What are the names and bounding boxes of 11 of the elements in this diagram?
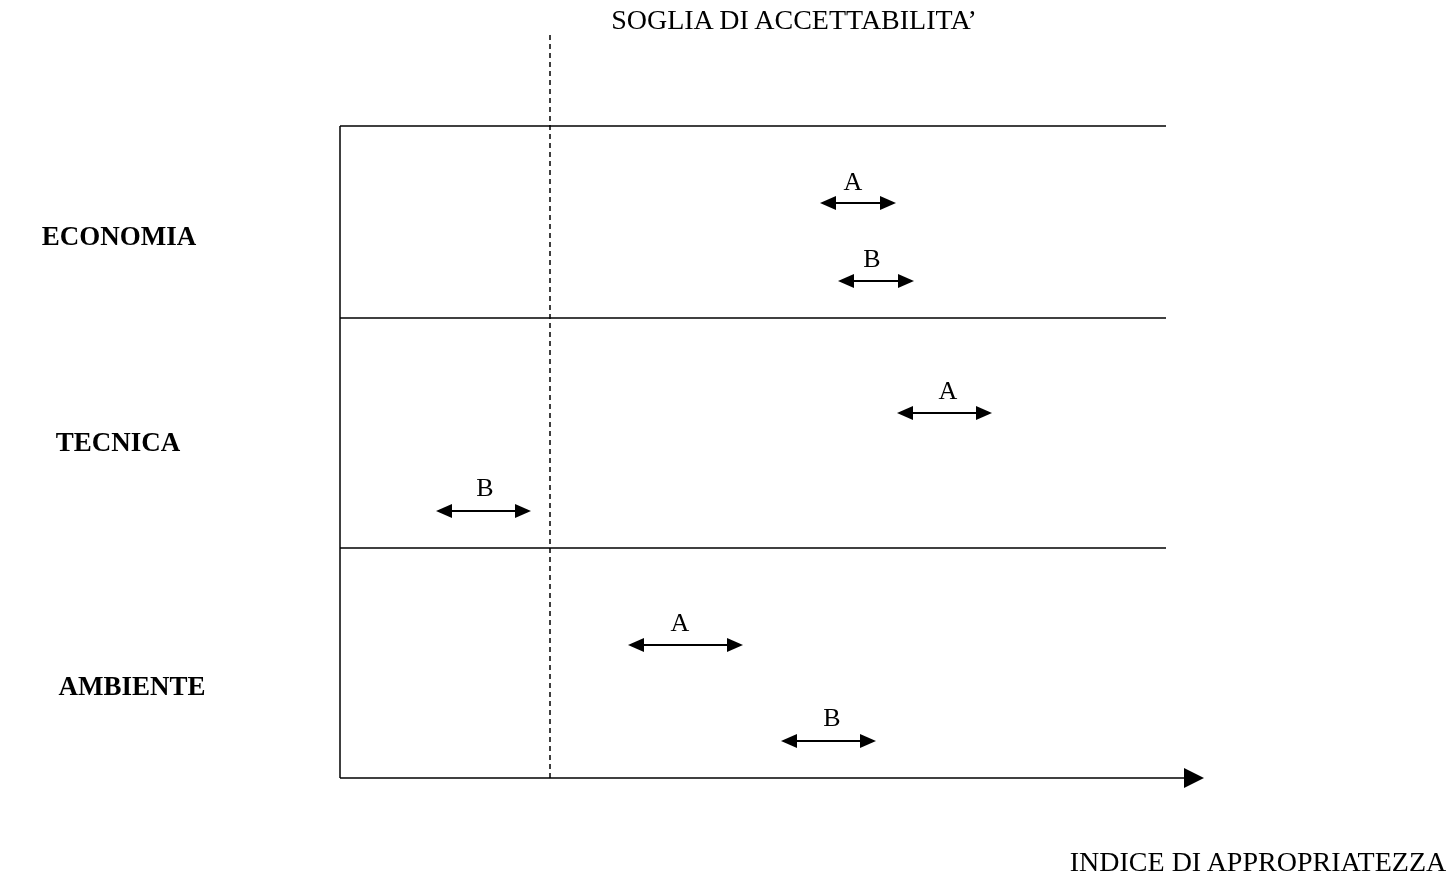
range-letter: A <box>843 169 863 195</box>
range-letter: B <box>823 705 841 731</box>
category-label: ECONOMIA <box>41 222 197 250</box>
category-label: AMBIENTE <box>58 672 206 700</box>
axis-title: INDICE DI APPROPRIATEZZA <box>1069 848 1447 876</box>
category-label: TECNICA <box>55 428 181 456</box>
range-letter: A <box>938 378 958 404</box>
range-letter: A <box>670 610 690 636</box>
range-letter: B <box>863 246 881 272</box>
threshold-label: SOGLIA DI ACCETTABILITA’ <box>611 6 977 34</box>
range-letter: B <box>476 475 494 501</box>
